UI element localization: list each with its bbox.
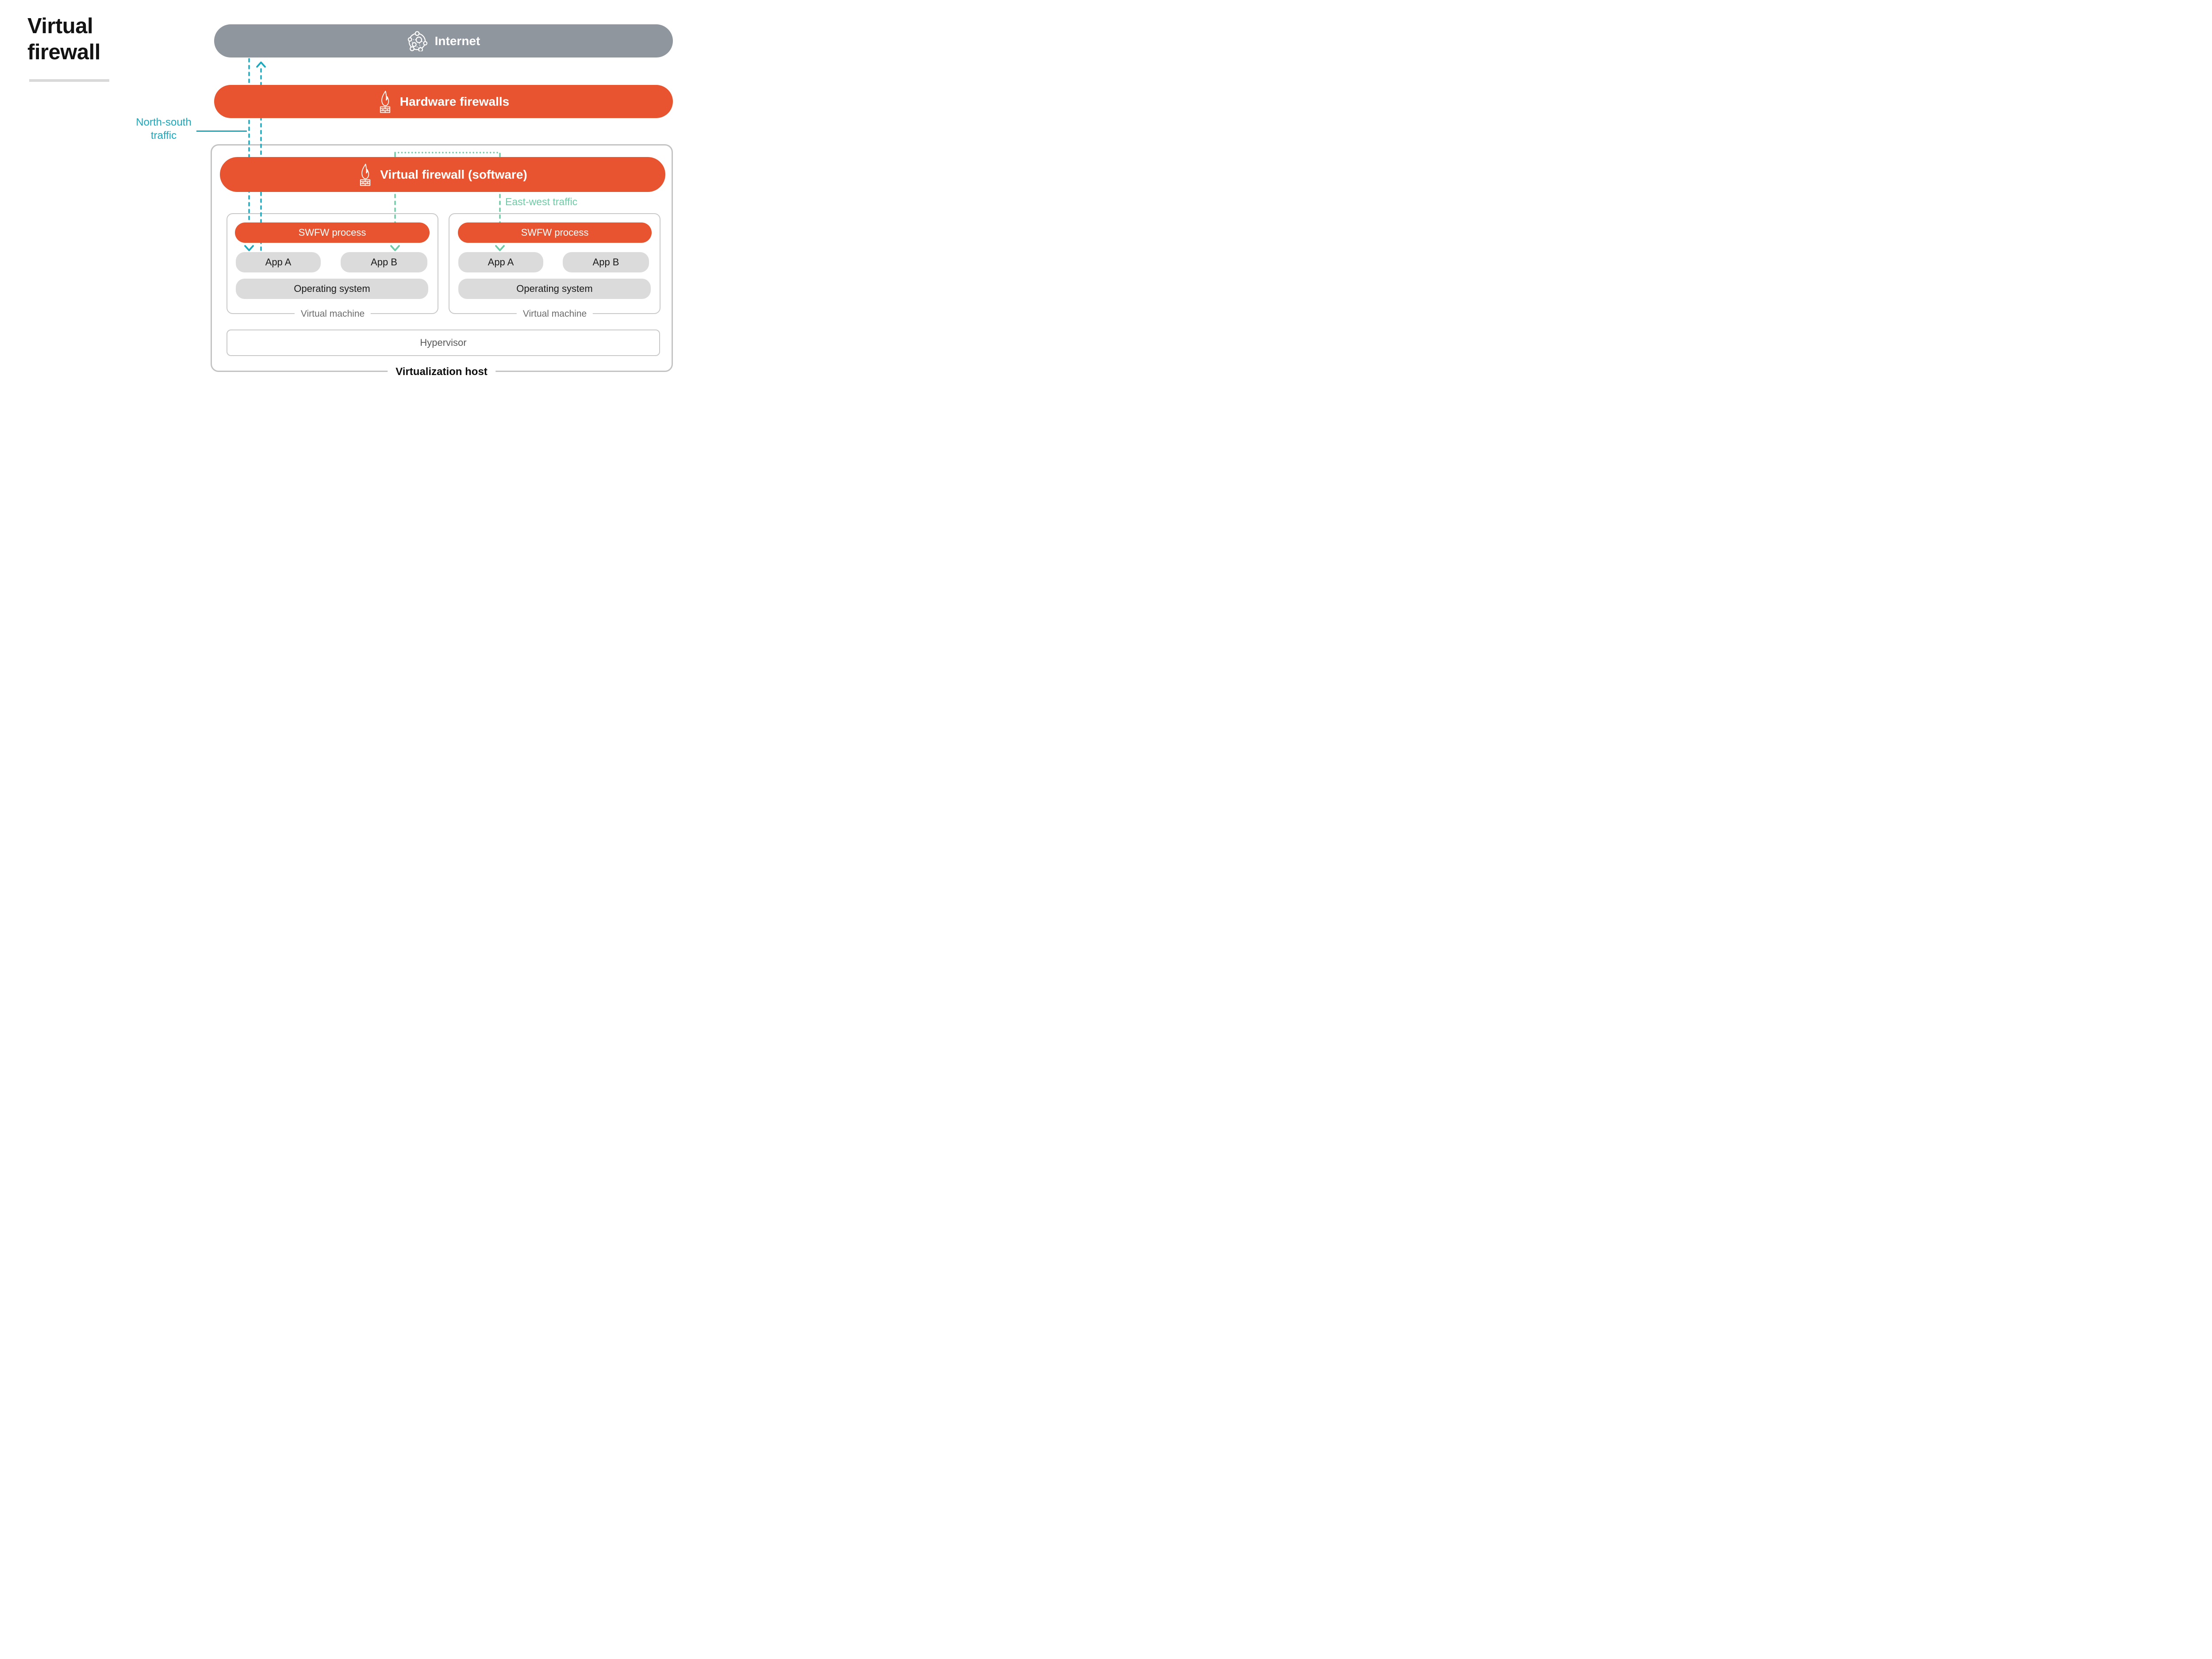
app-a-pill-vm1: App A bbox=[236, 252, 321, 272]
firewall-flame-brick-icon bbox=[378, 90, 392, 113]
virtual-firewall-diagram: Virtual firewall bbox=[0, 0, 694, 390]
page-title-line-2: firewall bbox=[27, 40, 100, 64]
globe-network-icon bbox=[407, 31, 427, 51]
hardware-firewalls-label: Hardware firewalls bbox=[399, 94, 510, 108]
north-south-pointer-line bbox=[196, 130, 247, 132]
virtual-machine-caption-2: Virtual machine bbox=[516, 309, 593, 319]
internet-bar: Internet bbox=[214, 24, 673, 57]
virtual-machine-caption-1: Virtual machine bbox=[294, 309, 371, 319]
hypervisor-label: Hypervisor bbox=[420, 337, 467, 348]
app-b-pill-vm2: App B bbox=[563, 252, 649, 272]
firewall-flame-brick-icon bbox=[358, 163, 373, 186]
title-divider bbox=[29, 79, 109, 82]
east-west-traffic-label: East-west traffic bbox=[505, 196, 578, 207]
internet-label: Internet bbox=[434, 34, 480, 48]
virtualization-host-caption: Virtualization host bbox=[388, 366, 495, 378]
operating-system-pill-vm1: Operating system bbox=[236, 279, 428, 299]
north-south-up-arrow bbox=[256, 61, 266, 68]
swfw-process-bar-vm2: SWFW process bbox=[458, 222, 652, 243]
virtual-firewall-bar: Virtual firewall (software) bbox=[220, 157, 665, 192]
swfw-process-bar-vm1: SWFW process bbox=[235, 222, 430, 243]
page-title-line-1: Virtual bbox=[27, 14, 93, 38]
operating-system-pill-vm2: Operating system bbox=[458, 279, 651, 299]
hypervisor-box: Hypervisor bbox=[227, 330, 660, 356]
page-title: Virtual firewall bbox=[27, 13, 100, 65]
hardware-firewalls-bar: Hardware firewalls bbox=[214, 85, 673, 118]
app-a-pill-vm2: App A bbox=[458, 252, 543, 272]
north-south-traffic-label: North-south traffic bbox=[136, 116, 192, 142]
virtual-firewall-label: Virtual firewall (software) bbox=[380, 167, 527, 181]
app-b-pill-vm1: App B bbox=[341, 252, 427, 272]
